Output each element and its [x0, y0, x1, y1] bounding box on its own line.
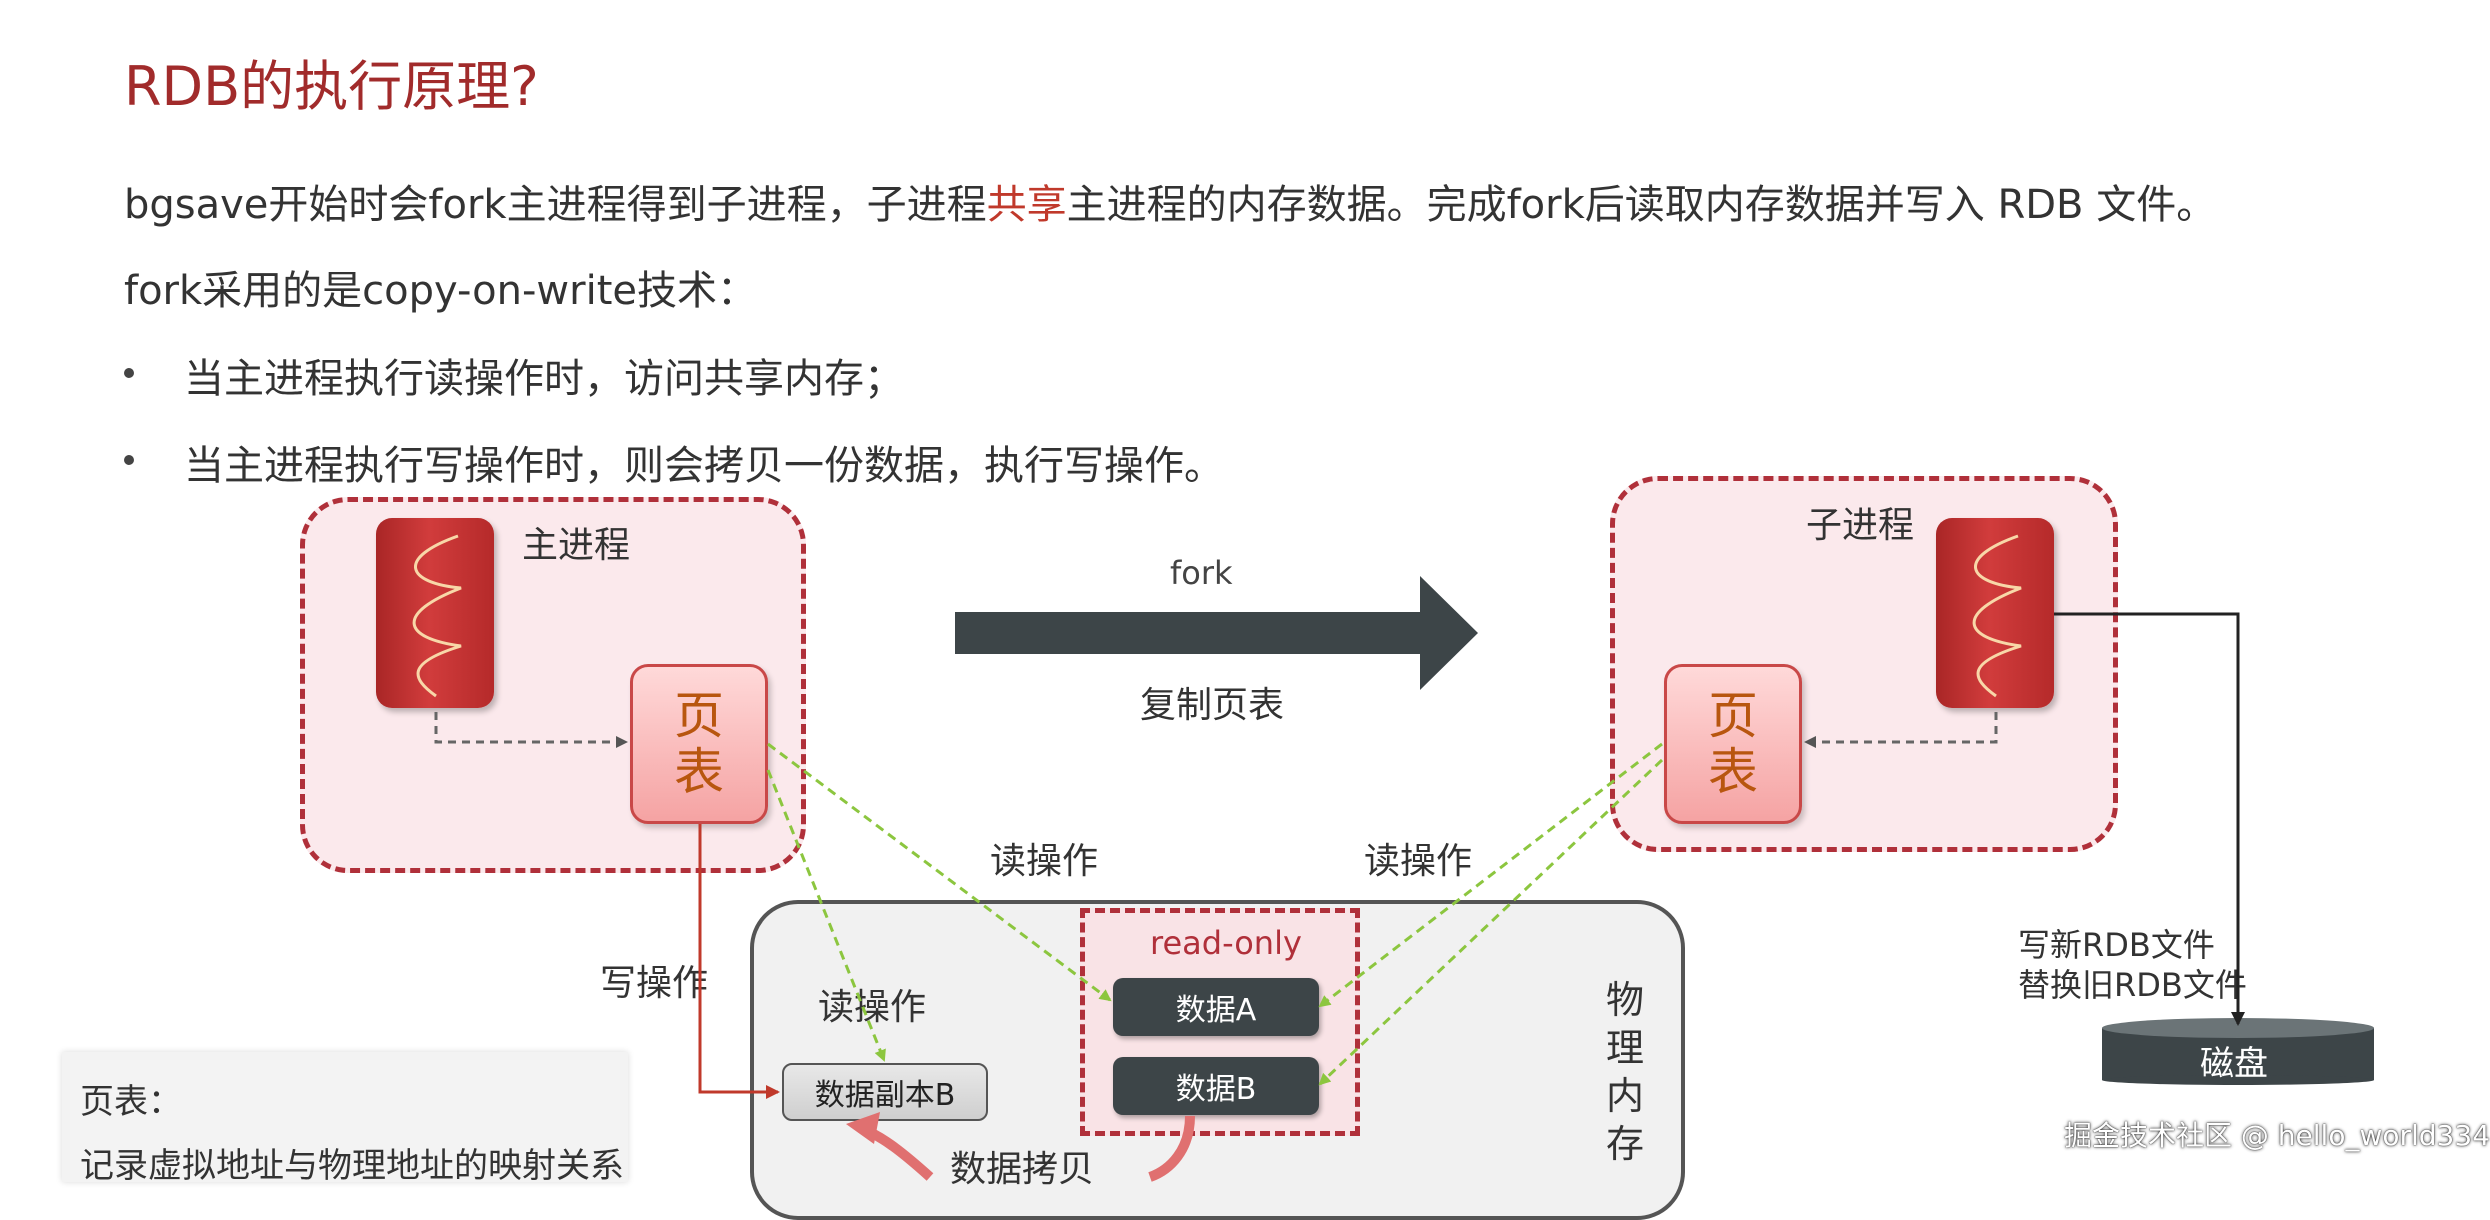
- child-to-disk-arrow: [2054, 612, 2245, 1026]
- bullet-dot-1: [124, 368, 134, 378]
- bullet-dot-2: [124, 455, 134, 465]
- write-op-label: 写操作: [600, 963, 709, 1004]
- read-op-label-inner: 读操作: [818, 987, 927, 1028]
- main-page-table: 页表: [630, 664, 768, 824]
- write-rdb-line-2: 替换旧RDB文件: [2018, 966, 2247, 1004]
- write-arrow: [698, 824, 780, 1099]
- intro-line-1-highlight: 共享: [986, 182, 1067, 228]
- child-page-table-label: 页表: [1708, 687, 1758, 801]
- child-process-label: 子进程: [1806, 505, 1915, 546]
- fork-label: fork: [1170, 554, 1233, 592]
- thread-squiggle-icon: [1972, 534, 2022, 698]
- main-process-thread-icon: [376, 518, 494, 708]
- main-page-table-label: 页表: [674, 687, 724, 801]
- data-b-block: 数据B: [1113, 1057, 1319, 1115]
- physical-memory-label: 物理内存: [1606, 978, 1645, 1166]
- read-op-label-right: 读操作: [1364, 841, 1473, 882]
- intro-line-1-part-1: bgsave开始时会fork主进程得到子进程，子进程: [124, 182, 987, 228]
- watermark: 掘金技术社区 @ hello_world334: [2064, 1119, 2490, 1152]
- disk-label: 磁盘: [2200, 1044, 2268, 1084]
- data-copy-b-block: 数据副本B: [782, 1063, 988, 1121]
- data-copy-label: 数据拷贝: [950, 1149, 1095, 1190]
- fork-arrow: [955, 576, 1478, 690]
- child-read-to-data-b: [1318, 758, 1664, 1086]
- data-a-block: 数据A: [1113, 978, 1319, 1036]
- child-thread-to-page-table: [1804, 712, 1998, 748]
- note-title: 页表：: [80, 1082, 182, 1122]
- intro-line-2: fork采用的是copy-on-write技术：: [124, 268, 757, 314]
- main-thread-to-page-table: [434, 712, 628, 748]
- page-table-note: [62, 1052, 628, 1182]
- diagram-connectors: [434, 576, 2245, 1182]
- intro-line-1: bgsave开始时会fork主进程得到子进程，子进程共享主进程的内存数据。完成f…: [124, 172, 2216, 230]
- read-op-label-left: 读操作: [990, 841, 1099, 882]
- data-copy-curve-left-head: [846, 1112, 880, 1144]
- main-process-label: 主进程: [522, 525, 631, 566]
- page-title: RDB的执行原理?: [124, 55, 539, 118]
- disk-icon: [2102, 1018, 2374, 1085]
- note-body: 记录虚拟地址与物理地址的映射关系: [80, 1146, 624, 1186]
- data-copy-curve-right: [1148, 1115, 1195, 1182]
- bullet-item-2: 当主进程执行写操作时，则会拷贝一份数据，执行写操作。: [184, 443, 1224, 489]
- intro-line-1-part-2: 主进程的内存数据。完成fork后读取内存数据并写入 RDB 文件。: [1066, 182, 2217, 228]
- read-only-label: read-only: [1150, 924, 1302, 962]
- child-process-thread-icon: [1936, 518, 2054, 708]
- write-rdb-line-1: 写新RDB文件: [2018, 926, 2215, 964]
- bullet-item-1: 当主进程执行读操作时，访问共享内存；: [184, 356, 904, 402]
- main-read-to-data-copy-b: [766, 769, 886, 1062]
- child-read-to-data-a: [1318, 742, 1663, 1008]
- copy-page-table-label: 复制页表: [1140, 685, 1285, 726]
- thread-squiggle-icon: [412, 534, 462, 698]
- child-page-table: 页表: [1664, 664, 1802, 824]
- main-read-to-data-a: [767, 742, 1112, 1002]
